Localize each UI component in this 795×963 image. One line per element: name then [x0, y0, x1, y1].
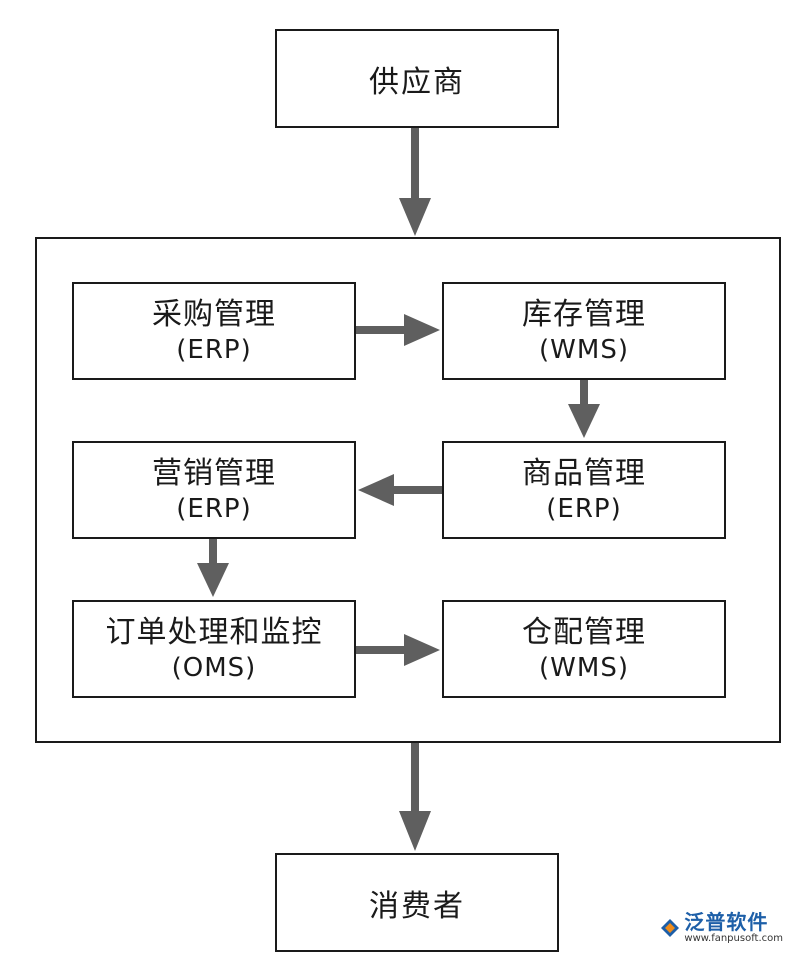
- warehouse-box: 仓配管理 (WMS): [442, 600, 726, 698]
- supplier-label: 供应商: [369, 64, 465, 100]
- inventory-box: 库存管理 (WMS): [442, 282, 726, 380]
- order-system: (OMS): [171, 653, 257, 683]
- warehouse-system: (WMS): [539, 653, 629, 683]
- watermark-url: www.fanpusoft.com: [684, 933, 783, 944]
- arrow-system-to-consumer: [399, 743, 431, 851]
- arrow-inventory-to-product: [568, 380, 600, 438]
- order-box: 订单处理和监控 (OMS): [72, 600, 356, 698]
- procurement-title: 采购管理: [152, 297, 276, 332]
- arrow-supplier-to-system: [399, 128, 431, 236]
- sales-system: (ERP): [176, 494, 252, 524]
- watermark-name: 泛普软件: [684, 910, 769, 934]
- fanpu-logo-icon: [661, 919, 680, 937]
- sales-title: 营销管理: [152, 456, 276, 491]
- inventory-system: (WMS): [539, 335, 629, 365]
- sales-box: 营销管理 (ERP): [72, 441, 356, 539]
- product-box: 商品管理 (ERP): [442, 441, 726, 539]
- procurement-box: 采购管理 (ERP): [72, 282, 356, 380]
- procurement-system: (ERP): [176, 335, 252, 365]
- consumer-box: 消费者: [275, 853, 559, 952]
- arrow-product-to-sales: [358, 474, 442, 506]
- arrow-sales-to-order: [197, 539, 229, 597]
- arrow-procurement-to-inventory: [356, 314, 440, 346]
- consumer-label: 消费者: [369, 888, 465, 924]
- watermark: 泛普软件 www.fanpusoft.com: [660, 911, 783, 945]
- inventory-title: 库存管理: [522, 297, 646, 332]
- product-title: 商品管理: [522, 456, 646, 491]
- arrow-order-to-warehouse: [356, 634, 440, 666]
- supplier-box: 供应商: [275, 29, 559, 128]
- product-system: (ERP): [546, 494, 622, 524]
- order-title: 订单处理和监控: [105, 615, 323, 650]
- warehouse-title: 仓配管理: [522, 615, 646, 650]
